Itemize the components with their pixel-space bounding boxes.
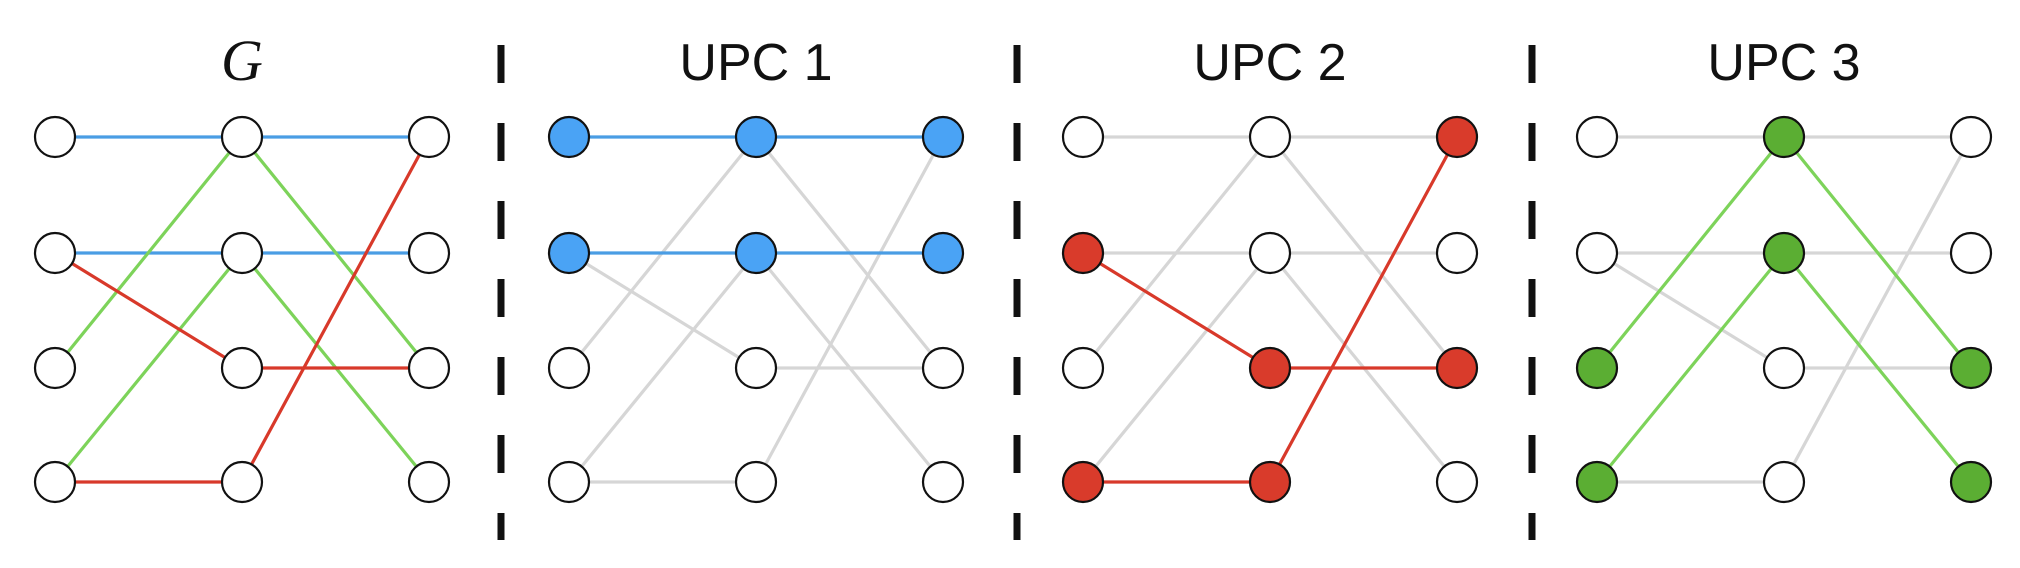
edge-n3-n5 bbox=[53, 135, 244, 370]
node-n3 bbox=[33, 346, 77, 390]
node-n2 bbox=[1575, 231, 1619, 275]
edge-n8-n9 bbox=[1268, 135, 1459, 484]
node-n4 bbox=[547, 460, 591, 504]
node-n10 bbox=[1949, 231, 1993, 275]
node-n6 bbox=[1248, 231, 1292, 275]
node-n6 bbox=[220, 231, 264, 275]
node-n4 bbox=[1061, 460, 1105, 504]
node-n8 bbox=[1762, 460, 1806, 504]
edge-n2-n7 bbox=[567, 251, 758, 370]
panel-3: UPC 2 bbox=[1061, 34, 1479, 504]
node-n3 bbox=[1061, 346, 1105, 390]
node-n7 bbox=[1762, 346, 1806, 390]
node-n12 bbox=[1949, 460, 1993, 504]
node-n1 bbox=[547, 115, 591, 159]
edge-n4-n6 bbox=[53, 251, 244, 484]
node-n2 bbox=[33, 231, 77, 275]
node-n9 bbox=[407, 115, 451, 159]
edge-n5-n11 bbox=[1268, 135, 1459, 370]
edge-n4-n6 bbox=[1595, 251, 1786, 484]
node-n1 bbox=[1061, 115, 1105, 159]
edge-n3-n5 bbox=[1081, 135, 1272, 370]
edge-n8-n9 bbox=[754, 135, 945, 484]
edge-n6-n12 bbox=[1782, 251, 1973, 484]
node-n5 bbox=[1762, 115, 1806, 159]
edge-n5-n11 bbox=[240, 135, 431, 370]
node-n2 bbox=[547, 231, 591, 275]
node-n5 bbox=[734, 115, 778, 159]
node-n5 bbox=[1248, 115, 1292, 159]
node-n4 bbox=[1575, 460, 1619, 504]
panel-title: UPC 3 bbox=[1707, 34, 1860, 92]
edge-n2-n7 bbox=[53, 251, 244, 370]
edge-n4-n6 bbox=[567, 251, 758, 484]
panel-4: UPC 3 bbox=[1575, 34, 1993, 504]
node-n4 bbox=[33, 460, 77, 504]
node-n9 bbox=[1435, 115, 1479, 159]
node-n8 bbox=[1248, 460, 1292, 504]
node-n7 bbox=[220, 346, 264, 390]
node-n10 bbox=[921, 231, 965, 275]
node-n11 bbox=[407, 346, 451, 390]
node-n10 bbox=[407, 231, 451, 275]
panel-title: UPC 2 bbox=[1193, 34, 1346, 92]
node-n7 bbox=[734, 346, 778, 390]
node-n3 bbox=[547, 346, 591, 390]
node-n10 bbox=[1435, 231, 1479, 275]
node-n11 bbox=[1435, 346, 1479, 390]
node-n7 bbox=[1248, 346, 1292, 390]
node-n9 bbox=[1949, 115, 1993, 159]
node-n8 bbox=[734, 460, 778, 504]
panel-2: UPC 1 bbox=[547, 34, 965, 504]
edge-n3-n5 bbox=[1595, 135, 1786, 370]
node-n11 bbox=[1949, 346, 1993, 390]
node-n2 bbox=[1061, 231, 1105, 275]
node-n5 bbox=[220, 115, 264, 159]
node-n1 bbox=[33, 115, 77, 159]
edge-n8-n9 bbox=[240, 135, 431, 484]
node-n12 bbox=[921, 460, 965, 504]
node-n11 bbox=[921, 346, 965, 390]
panel-title: G bbox=[221, 28, 263, 93]
node-n8 bbox=[220, 460, 264, 504]
edge-n8-n9 bbox=[1782, 135, 1973, 484]
edge-n2-n7 bbox=[1081, 251, 1272, 370]
edge-n2-n7 bbox=[1595, 251, 1786, 370]
node-n12 bbox=[407, 460, 451, 504]
edge-n5-n11 bbox=[1782, 135, 1973, 370]
edge-n4-n6 bbox=[1081, 251, 1272, 484]
node-n12 bbox=[1435, 460, 1479, 504]
node-n6 bbox=[1762, 231, 1806, 275]
panel-1: G bbox=[33, 28, 451, 504]
node-n3 bbox=[1575, 346, 1619, 390]
panel-title: UPC 1 bbox=[679, 34, 832, 92]
node-n6 bbox=[734, 231, 778, 275]
node-n9 bbox=[921, 115, 965, 159]
node-n1 bbox=[1575, 115, 1619, 159]
